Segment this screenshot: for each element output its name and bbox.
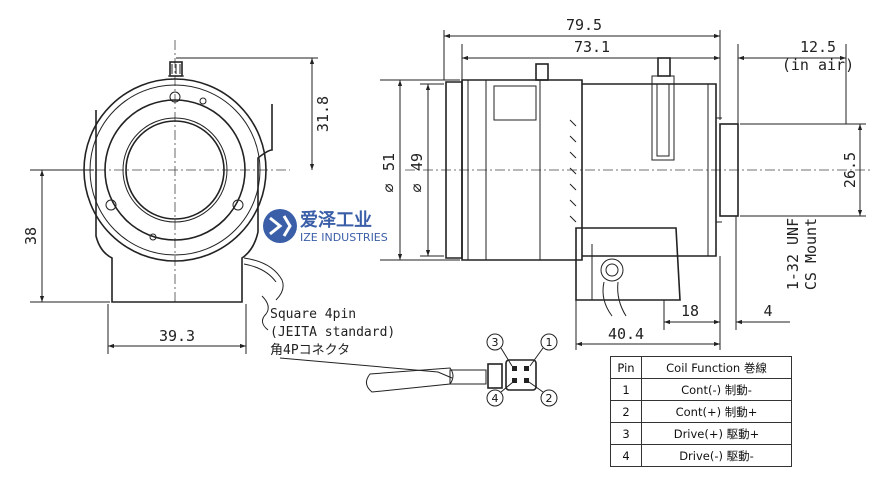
table-header-row: Pin Coil Function 巻線 bbox=[610, 356, 792, 379]
dia-51-symbol: ∅ bbox=[380, 183, 398, 192]
mount-thread: 1-32 UNF bbox=[784, 218, 802, 290]
dim-dia-51: 51 bbox=[380, 153, 398, 171]
dim-in-air: (in air) bbox=[782, 56, 854, 74]
table-row: 4 Drive(-) 駆動- bbox=[610, 444, 792, 467]
dim-39-3: 39.3 bbox=[159, 327, 195, 345]
mount-name: CS Mount bbox=[802, 218, 820, 290]
side-view: 79.5 73.1 12.5 (in air) 26.5 ∅ 51 ∅ 49 1… bbox=[380, 16, 870, 350]
pin-number: 2 bbox=[610, 400, 642, 423]
dim-31-8: 31.8 bbox=[314, 96, 332, 132]
pin-function-table: Pin Coil Function 巻線 1 Cont(-) 制動- 2 Con… bbox=[610, 356, 792, 467]
dim-4: 4 bbox=[763, 302, 772, 320]
connector-section: Square 4pin (JEITA standard) 角4Pコネクタ 3 1… bbox=[270, 307, 558, 407]
pin-function: Cont(+) 制動+ bbox=[641, 400, 792, 423]
dim-18: 18 bbox=[681, 302, 699, 320]
header-pin: Pin bbox=[610, 356, 642, 379]
watermark-en: IZE INDUSTRIES bbox=[300, 231, 388, 244]
dia-49-symbol: ∅ bbox=[408, 183, 426, 192]
dim-38: 38 bbox=[22, 227, 40, 245]
dim-26-5: 26.5 bbox=[841, 152, 859, 188]
pin-function: Drive(-) 駆動- bbox=[641, 444, 792, 467]
pin-label-1: 1 bbox=[546, 336, 553, 349]
watermark-cn: 爱泽工业 bbox=[300, 210, 372, 231]
pin-number: 3 bbox=[610, 422, 642, 445]
connector-line2: (JEITA standard) bbox=[270, 325, 395, 340]
pin-number: 1 bbox=[610, 378, 642, 401]
table-row: 1 Cont(-) 制動- bbox=[610, 378, 792, 401]
dim-12-5: 12.5 bbox=[800, 38, 836, 56]
pin-function: Drive(+) 駆動+ bbox=[641, 422, 792, 445]
dim-dia-49: 49 bbox=[408, 153, 426, 171]
dim-73-1: 73.1 bbox=[574, 38, 610, 56]
pin-label-2: 2 bbox=[546, 392, 553, 405]
connector-line3: 角4Pコネクタ bbox=[270, 343, 350, 358]
connector-line1: Square 4pin bbox=[270, 307, 356, 322]
table-row: 2 Cont(+) 制動+ bbox=[610, 400, 792, 423]
header-coil-function: Coil Function 巻線 bbox=[641, 356, 792, 379]
dim-40-4: 40.4 bbox=[608, 325, 644, 343]
pin-label-4: 4 bbox=[492, 392, 499, 405]
front-view: 31.8 38 39.3 bbox=[22, 40, 332, 354]
pin-number: 4 bbox=[610, 444, 642, 467]
watermark: 爱泽工业 IZE INDUSTRIES bbox=[263, 209, 388, 244]
table-row: 3 Drive(+) 駆動+ bbox=[610, 422, 792, 445]
pin-label-3: 3 bbox=[492, 336, 499, 349]
pin-function: Cont(-) 制動- bbox=[641, 378, 792, 401]
dim-79-5: 79.5 bbox=[566, 16, 602, 34]
